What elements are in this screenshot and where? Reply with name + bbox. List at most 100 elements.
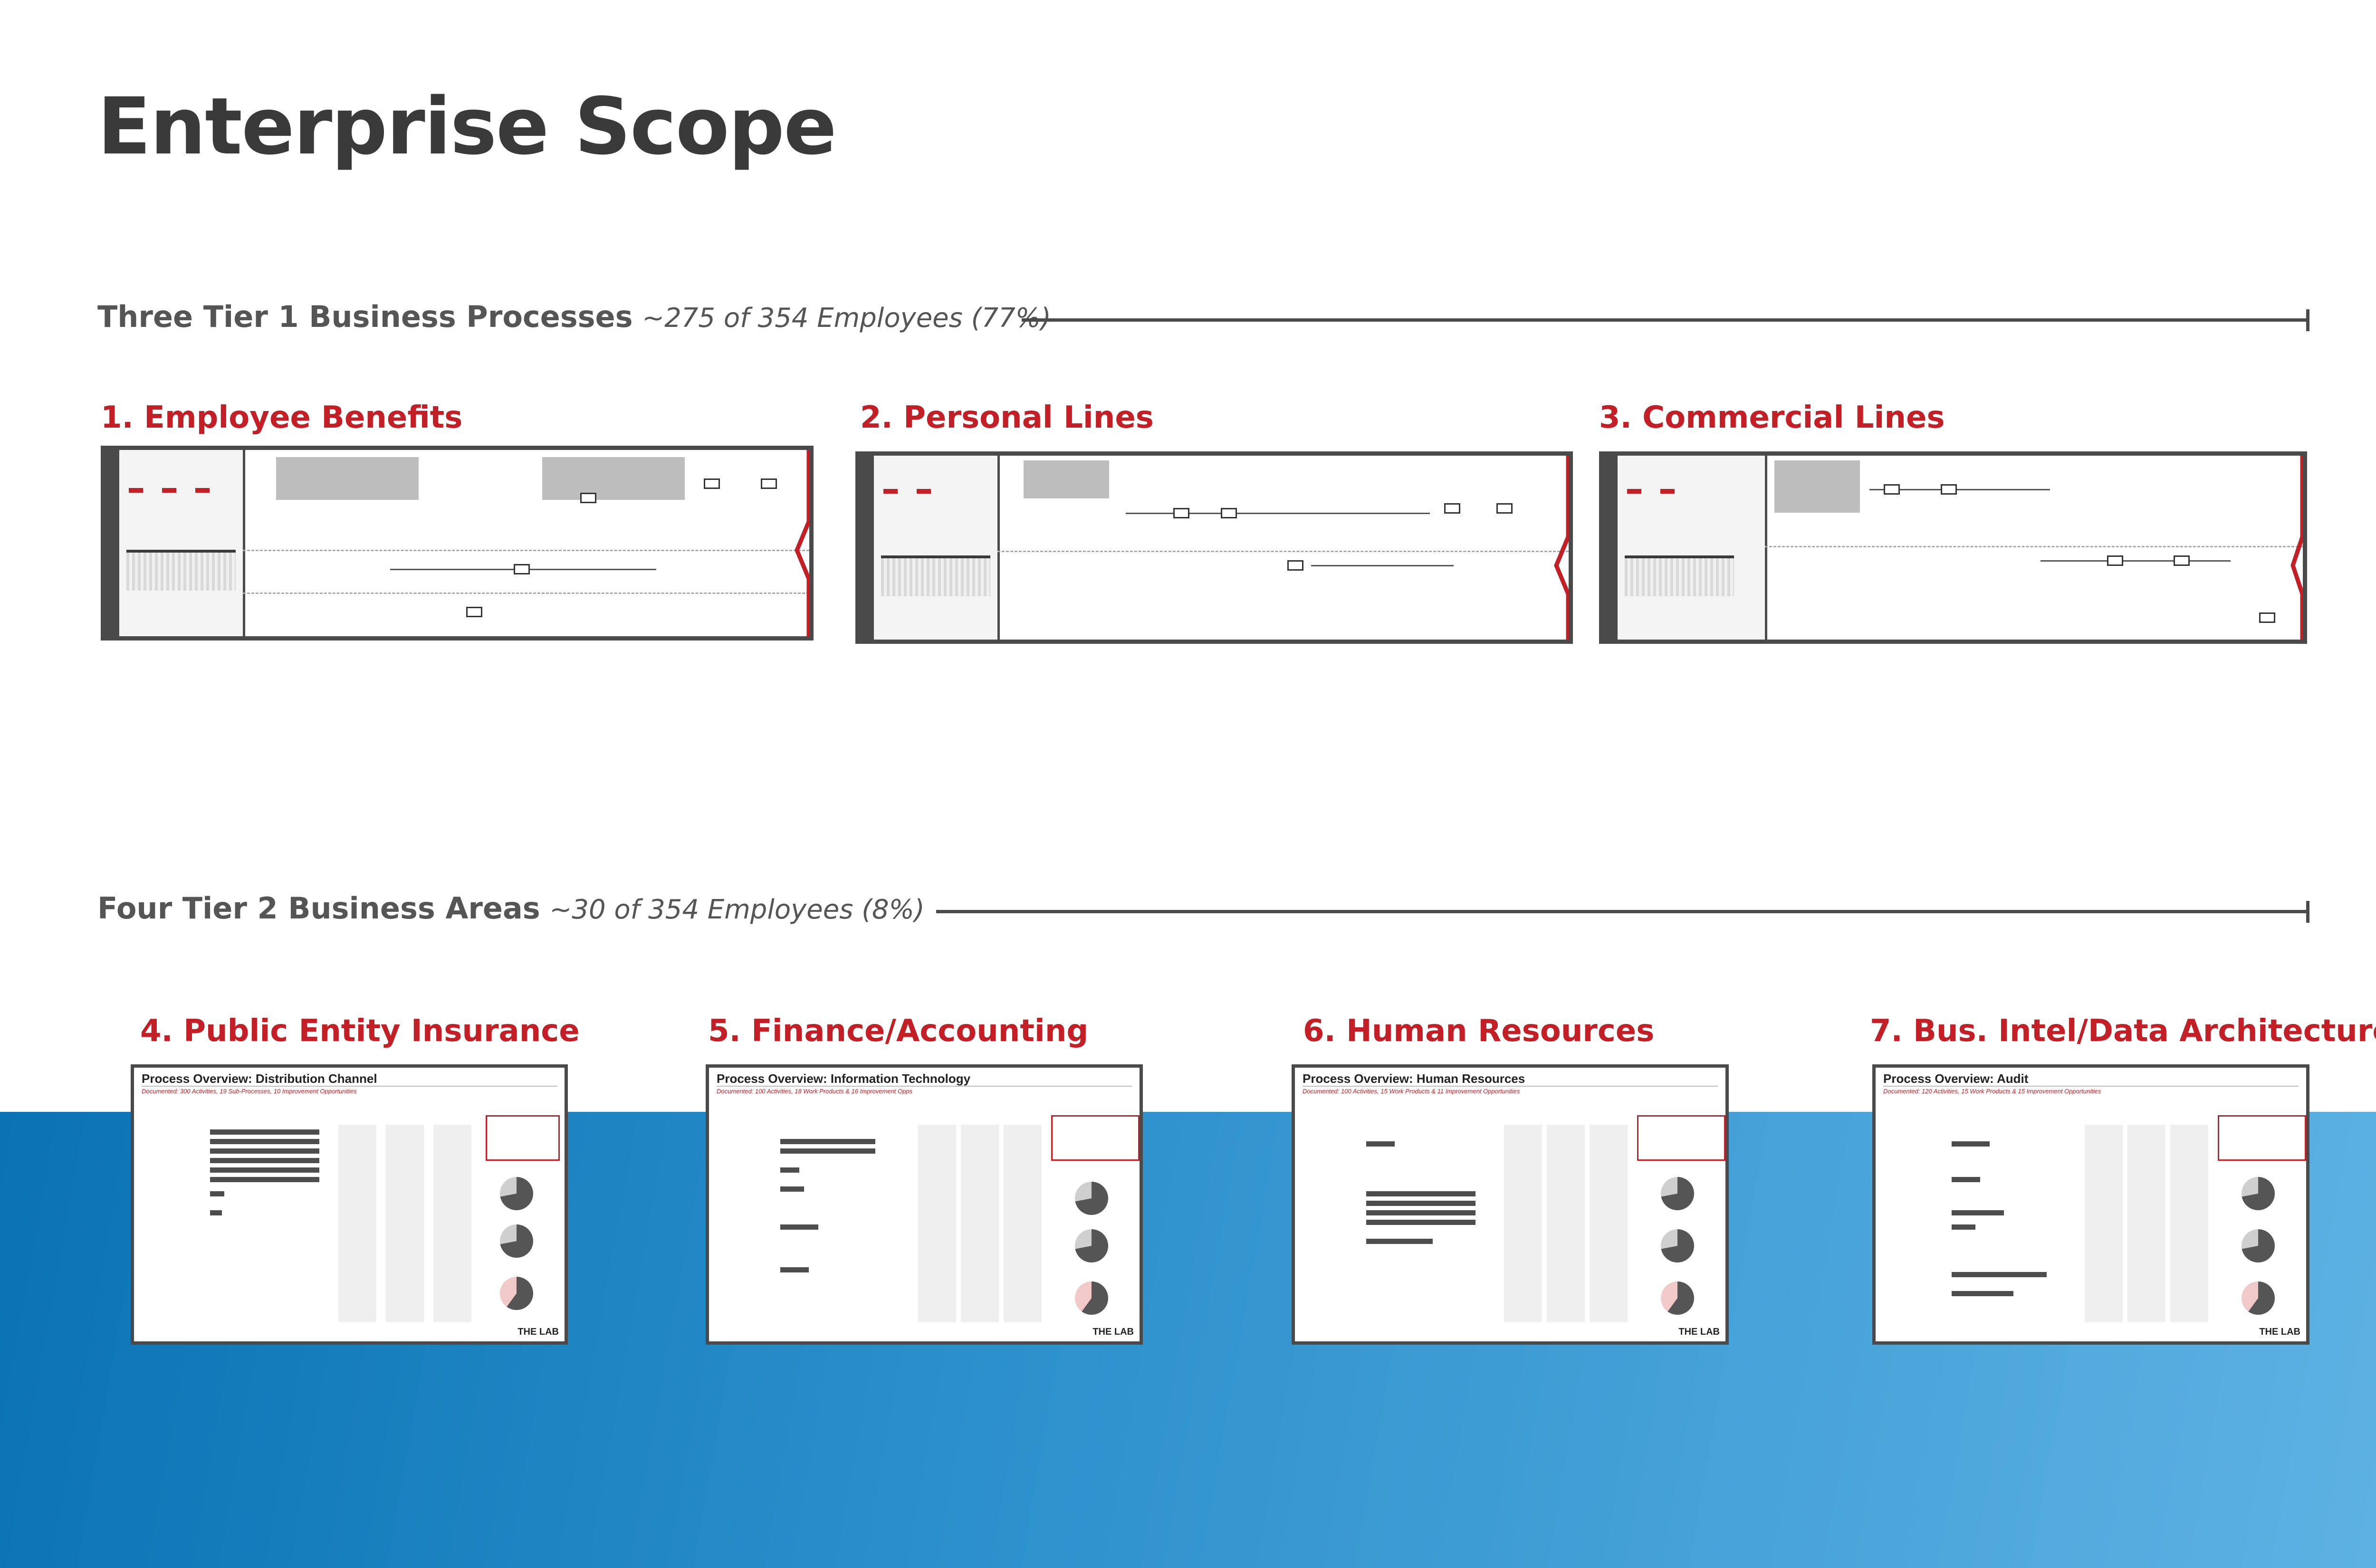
overview-column — [386, 1125, 424, 1322]
overview-title: Process Overview: Distribution Channel — [142, 1071, 377, 1086]
map-lane-divider — [243, 550, 809, 551]
overview-column — [1504, 1125, 1542, 1322]
map-side-strip — [1603, 456, 1618, 640]
page-title: Enterprise Scope — [97, 81, 837, 172]
process-map-personal-lines[interactable] — [855, 451, 1573, 644]
overview-logo: THE LAB — [2259, 1327, 2300, 1337]
map-connector — [1311, 565, 1454, 566]
overview-bar — [1366, 1210, 1475, 1215]
tier2-label: Four Tier 2 Business Areas — [97, 891, 540, 926]
overview-bar — [780, 1186, 804, 1192]
overview-column — [433, 1125, 471, 1322]
map-mini-chart — [126, 550, 236, 591]
map-mini-chart — [881, 555, 990, 596]
tier2-divider-line — [936, 910, 2309, 913]
process-map-employee-benefits[interactable] — [101, 446, 814, 641]
overview-title: Process Overview: Information Technology — [717, 1071, 971, 1086]
overview-bar — [210, 1148, 319, 1154]
overview-finance[interactable]: Process Overview: Information Technology… — [706, 1064, 1143, 1345]
overview-legend — [486, 1115, 560, 1161]
map-mini-block — [1627, 489, 1641, 494]
overview-legend — [2218, 1115, 2306, 1161]
overview-bar — [210, 1158, 319, 1163]
overview-bar — [1952, 1272, 2047, 1277]
map-activity-node — [2174, 555, 2190, 566]
overview-column — [2085, 1125, 2123, 1322]
overview-rule — [142, 1086, 557, 1087]
overview-bar — [1366, 1239, 1433, 1244]
overview-public-entity[interactable]: Process Overview: Distribution Channel D… — [131, 1064, 568, 1345]
map-connector — [1126, 513, 1430, 514]
tier2-heading: Four Tier 2 Business Areas ~30 of 354 Em… — [97, 891, 925, 926]
map-torn-edge-icon — [795, 450, 809, 636]
overview-title: Process Overview: Human Resources — [1303, 1071, 1525, 1086]
area-label-bus-intel: 7. Bus. Intel/Data Architecture — [1870, 1013, 2376, 1049]
overview-pie — [1661, 1281, 1694, 1315]
map-left-panel — [860, 456, 1000, 640]
overview-legend — [1051, 1115, 1140, 1161]
overview-pie — [2242, 1177, 2275, 1210]
overview-subtitle: Documented: 120 Activities, 15 Work Prod… — [1883, 1088, 2101, 1095]
map-mini-block — [917, 489, 931, 494]
overview-bar — [210, 1191, 224, 1196]
overview-subtitle: Documented: 300 Activities, 19 Sub-Proce… — [142, 1088, 357, 1095]
process-label-commercial-lines: 3. Commercial Lines — [1599, 400, 1945, 435]
process-map-commercial-lines[interactable] — [1599, 451, 2307, 644]
overview-pie — [2242, 1229, 2275, 1262]
overview-pie — [1661, 1229, 1694, 1262]
overview-bar — [1366, 1201, 1475, 1206]
map-activity-node — [1884, 484, 1900, 495]
overview-pie — [500, 1277, 533, 1310]
map-mini-block — [195, 488, 210, 493]
map-swimlane-header — [276, 457, 419, 500]
overview-bar — [1952, 1291, 2013, 1296]
overview-pie — [2242, 1281, 2275, 1315]
map-left-panel — [105, 450, 245, 636]
overview-subtitle: Documented: 100 Activities, 18 Work Prod… — [717, 1088, 913, 1095]
overview-subtitle: Documented: 100 Activities, 15 Work Prod… — [1303, 1088, 1520, 1095]
tier1-label: Three Tier 1 Business Processes — [97, 299, 633, 334]
area-label-human-resources: 6. Human Resources — [1303, 1013, 1655, 1049]
overview-logo: THE LAB — [1092, 1327, 1134, 1337]
map-swimlane-header — [1774, 460, 1860, 513]
overview-column — [961, 1125, 999, 1322]
map-connector — [1869, 489, 2050, 490]
map-mini-block — [129, 488, 143, 493]
area-label-finance: 5. Finance/Accounting — [708, 1013, 1089, 1049]
overview-bar — [210, 1177, 319, 1182]
map-activity-node — [1287, 560, 1303, 571]
overview-pie — [1075, 1281, 1108, 1315]
overview-column — [338, 1125, 376, 1322]
overview-human-resources[interactable]: Process Overview: Human Resources Docume… — [1292, 1064, 1729, 1345]
overview-pie — [1661, 1177, 1694, 1210]
overview-column — [1590, 1125, 1628, 1322]
map-activity-node — [514, 564, 530, 574]
overview-bar — [210, 1139, 319, 1144]
overview-pie — [500, 1224, 533, 1258]
map-mini-block — [1660, 489, 1675, 494]
overview-bar — [1952, 1141, 1990, 1147]
overview-column — [1547, 1125, 1585, 1322]
map-lane-divider — [1765, 546, 2303, 547]
overview-bar — [780, 1148, 875, 1154]
overview-pie — [500, 1177, 533, 1210]
overview-bar — [210, 1167, 319, 1173]
overview-bar — [1366, 1141, 1395, 1147]
map-mini-block — [883, 489, 898, 494]
tier1-divider-line — [1022, 318, 2309, 322]
overview-legend — [1637, 1115, 1725, 1161]
overview-bar — [210, 1210, 222, 1215]
map-torn-edge-icon — [1554, 456, 1569, 640]
map-activity-node — [1941, 484, 1957, 495]
overview-bar — [1366, 1191, 1475, 1196]
map-lane-divider — [243, 593, 809, 594]
map-activity-node — [2259, 612, 2275, 623]
map-activity-node — [1444, 503, 1460, 514]
overview-title: Process Overview: Audit — [1883, 1071, 2029, 1086]
overview-logo: THE LAB — [1678, 1327, 1720, 1337]
map-left-panel — [1603, 456, 1767, 640]
map-activity-node — [1173, 508, 1189, 518]
overview-bar — [780, 1267, 809, 1272]
overview-logo: THE LAB — [517, 1327, 559, 1337]
overview-bus-intel[interactable]: Process Overview: Audit Documented: 120 … — [1872, 1064, 2309, 1345]
